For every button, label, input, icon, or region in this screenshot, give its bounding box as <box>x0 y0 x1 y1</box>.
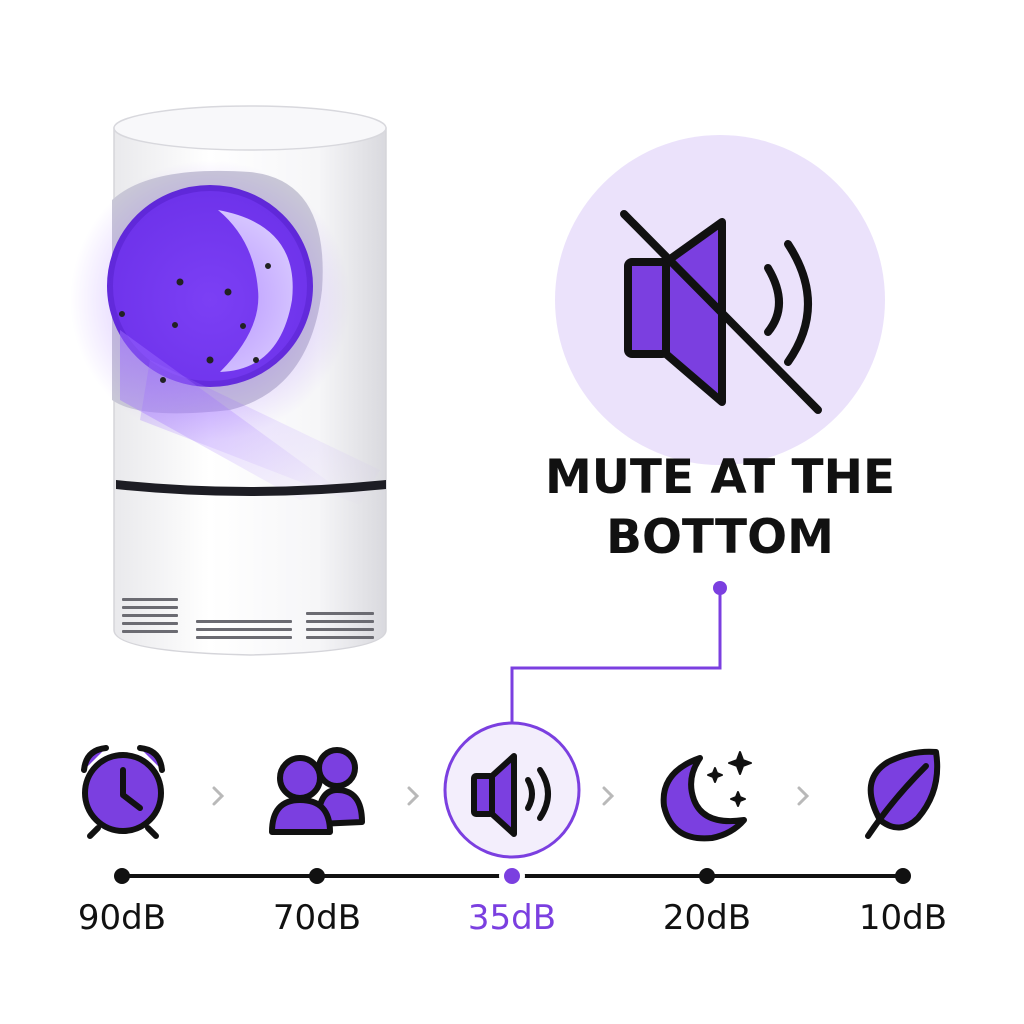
level-label-90db: 90dB <box>77 898 167 938</box>
scale-point <box>699 868 715 884</box>
feature-badge <box>555 135 885 465</box>
alarm-clock-icon <box>81 745 165 839</box>
scale-point <box>895 868 911 884</box>
mosquito-lamp-product-image <box>70 105 387 656</box>
noise-scale <box>114 863 911 889</box>
level-label-20db: 20dB <box>662 898 752 938</box>
speaker-low-icon <box>443 721 581 859</box>
connector-line <box>510 581 727 722</box>
level-label-70db: 70dB <box>272 898 362 938</box>
moon-stars-icon <box>660 751 752 842</box>
level-label-10db: 10dB <box>858 898 948 938</box>
feature-title: MUTE AT THE BOTTOM <box>520 448 920 568</box>
chevron-right-icon <box>212 786 810 806</box>
scale-point <box>309 868 325 884</box>
feature-title-line2: BOTTOM <box>606 510 834 565</box>
feature-title-line1: MUTE AT THE <box>544 450 896 505</box>
scale-point <box>114 868 130 884</box>
speaker-muted-icon <box>620 210 822 414</box>
leaf-icon <box>865 748 941 839</box>
people-icon <box>269 747 365 835</box>
level-label-35db: 35dB <box>467 898 557 938</box>
scale-point-active <box>504 868 520 884</box>
